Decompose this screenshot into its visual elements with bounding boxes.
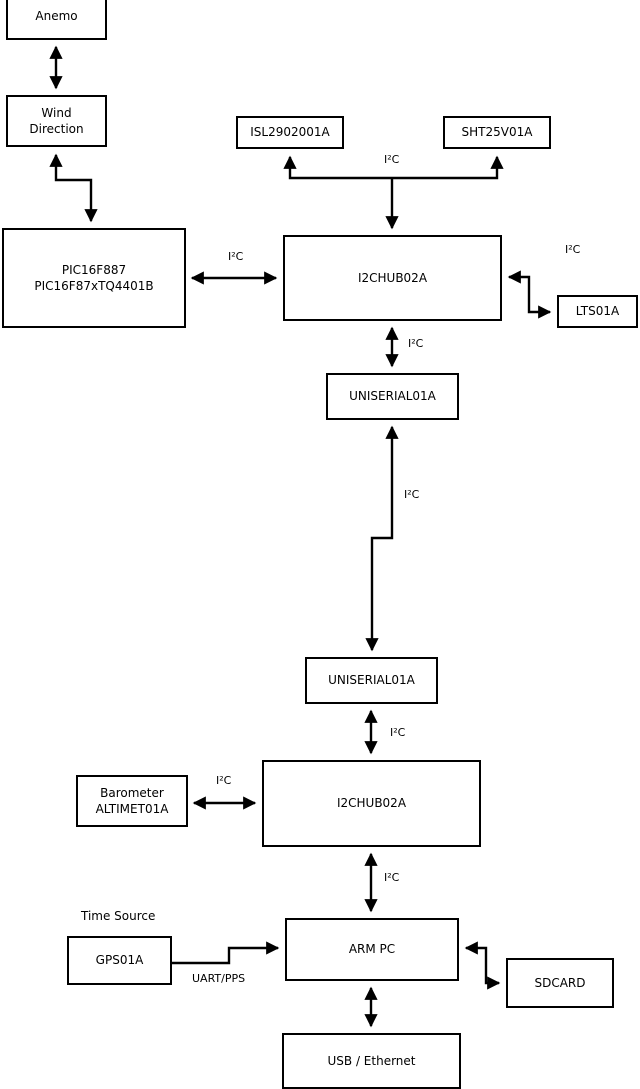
- edge-label-hub2-armpc: I²C: [384, 871, 400, 884]
- node-gps01a[interactable]: GPS01A: [67, 936, 172, 985]
- node-label: UNISERIAL01A: [349, 389, 436, 404]
- node-label: SHT25V01A: [461, 125, 533, 140]
- node-label: PIC16F887 PIC16F87xTQ4401B: [34, 262, 154, 293]
- node-label: ARM PC: [348, 942, 396, 957]
- node-sdcard[interactable]: SDCARD: [506, 958, 614, 1008]
- edge-label-hub-uniserial: I²C: [408, 337, 424, 350]
- connector-gps-armpc: [172, 941, 280, 965]
- node-label: GPS01A: [95, 953, 144, 968]
- node-label: Barometer ALTIMET01A: [95, 785, 169, 816]
- connector-hubtop-lts: [507, 270, 552, 319]
- edge-label-uniserial-link: I²C: [404, 488, 420, 501]
- node-uniserial01a-top[interactable]: UNISERIAL01A: [326, 373, 459, 420]
- node-anemo[interactable]: Anemo: [6, 0, 107, 40]
- edge-label-uniserial-hub2: I²C: [390, 726, 406, 739]
- node-lts01a[interactable]: LTS01A: [557, 295, 638, 328]
- node-i2chub02a-bottom[interactable]: I2CHUB02A: [262, 760, 481, 847]
- node-label: I2CHUB02A: [336, 796, 407, 811]
- node-usb-ethernet[interactable]: USB / Ethernet: [282, 1033, 461, 1089]
- node-arm-pc[interactable]: ARM PC: [285, 918, 459, 981]
- node-barometer-altimet01a[interactable]: Barometer ALTIMET01A: [76, 775, 188, 827]
- node-label: UNISERIAL01A: [328, 673, 415, 688]
- connector-pic-wind: [49, 153, 98, 223]
- node-label: Wind Direction: [29, 105, 84, 136]
- edge-label-pic-hub: I²C: [228, 250, 244, 263]
- node-sht25v01a[interactable]: SHT25V01A: [443, 116, 551, 149]
- node-label: SDCARD: [534, 975, 586, 990]
- connector-sensors-hubtop: [283, 155, 504, 230]
- node-label: LTS01A: [575, 304, 620, 319]
- node-i2chub02a-top[interactable]: I2CHUB02A: [283, 235, 502, 321]
- edge-label-sensors-hub: I²C: [384, 153, 400, 166]
- connector-armpc-sdcard: [464, 941, 501, 990]
- connector-uniserial-link: [365, 425, 399, 652]
- node-isl2902001a[interactable]: ISL2902001A: [236, 116, 344, 149]
- edge-label-barometer-hub2: I²C: [216, 774, 232, 787]
- node-uniserial01a-bottom[interactable]: UNISERIAL01A: [305, 657, 438, 704]
- node-label: ISL2902001A: [250, 125, 330, 140]
- edge-label-gps-armpc: UART/PPS: [192, 972, 246, 985]
- edge-label-hub-lts: I²C: [565, 243, 581, 256]
- node-wind-direction[interactable]: Wind Direction: [6, 95, 107, 147]
- node-label: I2CHUB02A: [357, 270, 428, 285]
- node-label: Anemo: [35, 8, 78, 23]
- node-label: USB / Ethernet: [327, 1053, 416, 1068]
- node-pic-microcontroller[interactable]: PIC16F887 PIC16F87xTQ4401B: [2, 228, 186, 328]
- label-time-source: Time Source: [81, 909, 156, 923]
